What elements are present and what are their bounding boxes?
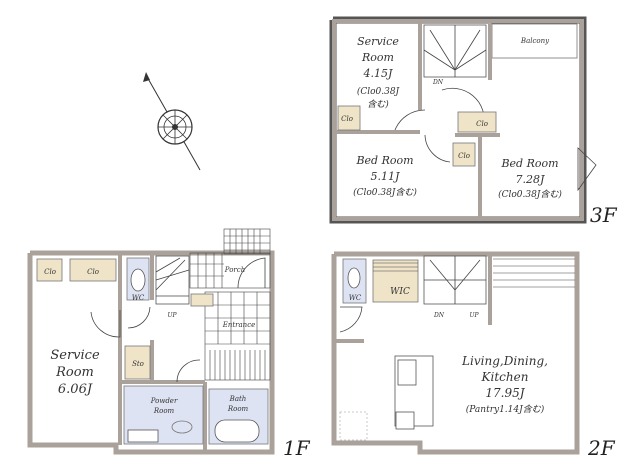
floor-2f: WC WIC DN UP Living,Dining, Kitchen 17.9…	[331, 251, 616, 460]
stairs-up-label: UP	[469, 312, 479, 319]
compass-icon	[143, 72, 201, 171]
ldk-area: 17.95J	[485, 386, 525, 400]
powder-room	[123, 385, 204, 445]
balcony	[491, 23, 578, 59]
porch-label: Porch	[224, 266, 245, 274]
bed-room-note: (Clo0.38J含む)	[498, 189, 562, 200]
closet-1f-1	[36, 258, 63, 282]
service-room-note: 含む)	[367, 99, 389, 110]
closet-1f-2	[69, 258, 117, 282]
bed-room-area: 7.28J	[516, 173, 545, 186]
floor-label-1f: 1F	[283, 436, 311, 460]
ldk-name: Kitchen	[481, 370, 529, 384]
stairs-dn-label: DN	[433, 312, 445, 319]
bed-room-name: Bed Room	[500, 157, 558, 170]
powder-room-label: Powder	[150, 397, 178, 405]
wc-label: WC	[132, 294, 145, 302]
stairs-label: UP	[167, 312, 177, 319]
service-room-area: 4.15J	[363, 67, 393, 80]
wic-label: WIC	[390, 287, 410, 297]
floor-label-3f: 3F	[590, 203, 618, 227]
porch	[189, 228, 271, 289]
bath-room-label: Bath	[229, 395, 247, 403]
floor-label-2f: 2F	[587, 436, 616, 460]
service-room-name: Service	[357, 35, 399, 48]
service-room-area: 6.06J	[58, 382, 93, 397]
entrance	[204, 291, 271, 381]
bed-room-note: (Clo0.38J含む)	[353, 187, 417, 198]
ldk-note: (Pantry1.14J含む)	[466, 404, 545, 415]
ldk-name: Living,Dining,	[461, 354, 548, 368]
service-room-name: Room	[361, 51, 394, 64]
closet-3f-3	[452, 142, 476, 167]
bed-room-name: Bed Room	[355, 154, 413, 167]
entrance-label: Entrance	[222, 321, 256, 329]
closet-3f-1	[337, 105, 361, 131]
closet-label: Clo	[87, 268, 99, 276]
closet-label: Clo	[44, 268, 56, 276]
stairs-label: DN	[432, 79, 444, 86]
powder-room-label: Room	[153, 407, 175, 415]
closet-label: Clo	[341, 115, 353, 123]
closet-3f-2	[457, 111, 497, 133]
storage	[124, 345, 151, 380]
closet-label: Clo	[458, 152, 470, 160]
service-room-name: Service	[50, 348, 100, 363]
service-room-name: Room	[55, 365, 94, 380]
service-room-note: (Clo0.38J	[357, 86, 401, 97]
stairs-1f	[155, 255, 190, 305]
bed-room-area: 5.11J	[371, 170, 400, 183]
floor-1f: Clo Clo WC Sto UP Porch Entrance Powder …	[27, 228, 311, 460]
storage-label: Sto	[132, 360, 144, 368]
bath-room-label: Room	[227, 405, 249, 413]
wc-label: WC	[349, 294, 362, 302]
closet-label: Clo	[476, 120, 488, 128]
balcony-label: Balcony	[520, 37, 550, 45]
balcony-grating	[493, 258, 575, 288]
floor-3f: Clo Clo Clo DN Balcony Service Room 4.15…	[329, 16, 618, 227]
